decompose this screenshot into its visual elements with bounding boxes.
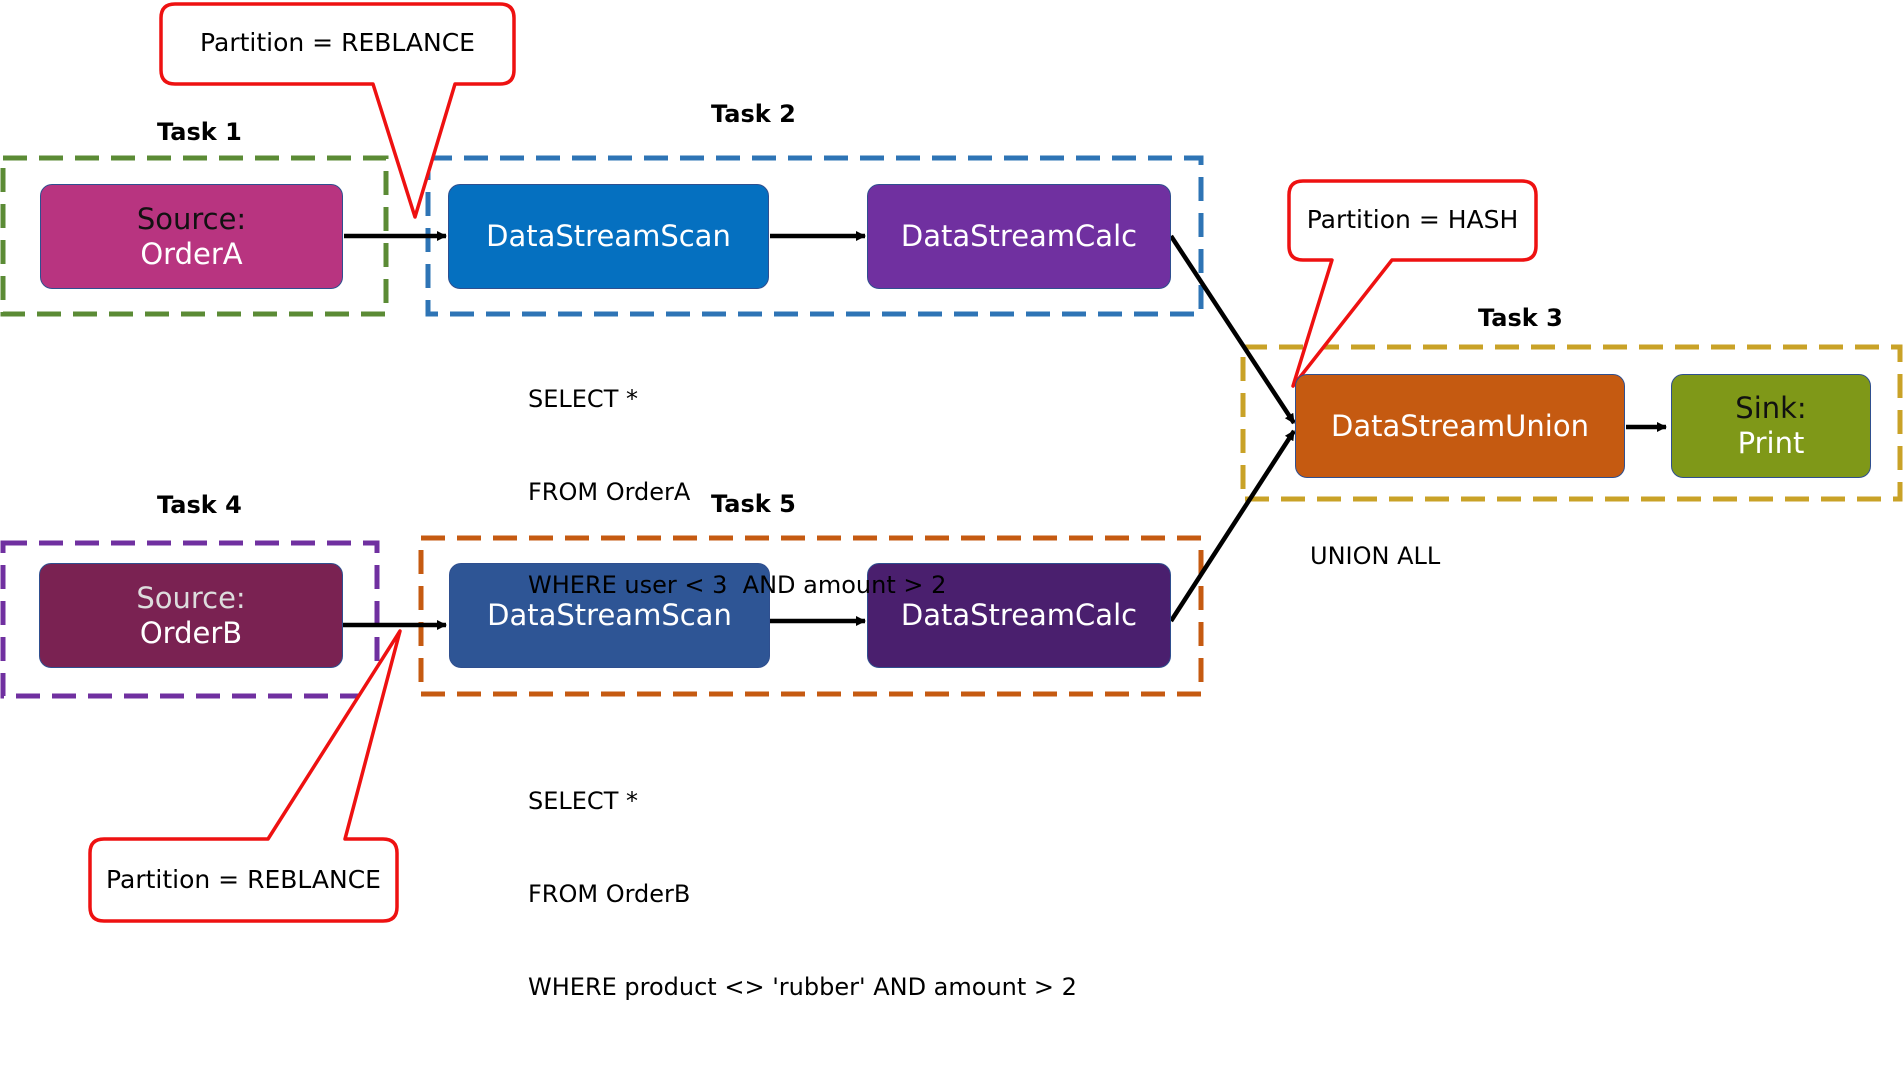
source-order-a-node: Source: OrderA — [40, 184, 343, 289]
calc-b-node: DataStreamCalc — [867, 563, 1171, 668]
callout-hash-shape — [1287, 179, 1538, 388]
callout-top-shape — [159, 2, 516, 219]
sink-line1: Sink: — [1735, 391, 1807, 425]
callout-bottom-text: Partition = REBLANCE — [106, 865, 381, 894]
task5-label: Task 5 — [711, 490, 796, 518]
query-a-line2: FROM OrderA — [528, 478, 691, 506]
task3-box — [1240, 344, 1903, 502]
source-order-b-node: Source: OrderB — [39, 563, 343, 668]
callout-hash-text: Partition = HASH — [1306, 205, 1519, 234]
calc-a-node: DataStreamCalc — [867, 184, 1171, 289]
query-b-line3: WHERE product <> 'rubber' AND amount > 2 — [528, 973, 1077, 1001]
sink-print-node: Sink: Print — [1671, 374, 1871, 478]
task4-box — [0, 540, 380, 699]
scan-b-label: DataStreamScan — [487, 598, 732, 632]
union-query: UNION ALL — [1310, 542, 1441, 570]
calc-a-label: DataStreamCalc — [900, 219, 1138, 253]
task1-label: Task 1 — [157, 118, 242, 146]
diagram-connectors — [0, 2, 1903, 923]
source-order-b-line1: Source: — [136, 580, 246, 615]
flink-job-diagram: Task 1 Task 2 Task 3 Task 4 Task 5 Sourc… — [0, 2, 1903, 1001]
union-label: DataStreamUnion — [1331, 408, 1589, 443]
scan-a-node: DataStreamScan — [448, 184, 769, 289]
task4-label: Task 4 — [157, 491, 242, 519]
union-node: DataStreamUnion — [1295, 374, 1625, 478]
arrow-calc-b-to-union — [1169, 429, 1296, 623]
arrow-calc-a-to-union — [1169, 234, 1296, 425]
task3-label: Task 3 — [1478, 304, 1563, 332]
source-order-b-line2: OrderB — [139, 615, 243, 650]
task2-label: Task 2 — [711, 100, 796, 128]
query-a: SELECT * FROM OrderA WHERE user < 3 AND … — [528, 322, 946, 663]
scan-b-node: DataStreamScan — [449, 563, 770, 668]
query-b-line1: SELECT * — [528, 787, 638, 815]
source-order-a-line2: OrderA — [140, 236, 243, 271]
source-order-a-line1: Source: — [136, 201, 247, 236]
query-a-line1: SELECT * — [528, 385, 638, 413]
calc-b-label: DataStreamCalc — [900, 598, 1138, 632]
callout-top-text: Partition = REBLANCE — [200, 28, 475, 57]
task1-box — [0, 155, 389, 317]
scan-a-label: DataStreamScan — [486, 219, 731, 253]
query-b: SELECT * FROM OrderB WHERE product <> 'r… — [528, 724, 1077, 1065]
query-a-line3: WHERE user < 3 AND amount > 2 — [528, 571, 947, 599]
query-b-line2: FROM OrderB — [528, 880, 691, 908]
sink-line2: Print — [1737, 426, 1805, 460]
callout-bottom-shape — [88, 629, 402, 923]
